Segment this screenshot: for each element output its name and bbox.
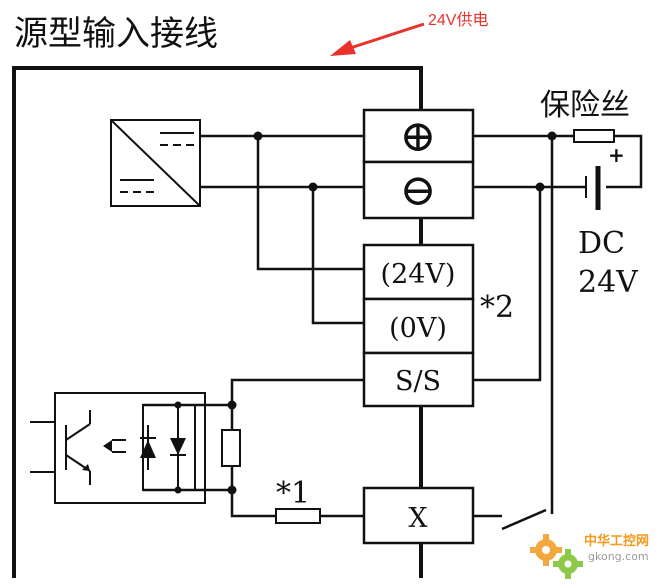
fuse-symbol <box>573 129 615 143</box>
photocoupler-box <box>54 392 206 504</box>
terminal-x <box>362 486 475 545</box>
dc-voltage-label: 24V <box>578 265 638 300</box>
wire-24v-to-terminal <box>256 136 364 271</box>
terminal-ss <box>362 351 475 408</box>
terminal-block <box>362 108 475 545</box>
watermark-url: gkong.com <box>588 550 649 563</box>
watermark: 中华工控网 gkong.com <box>528 526 662 582</box>
arrow-head-icon <box>330 40 356 56</box>
junction-dot <box>227 400 237 410</box>
battery-symbol <box>585 166 601 210</box>
switch-blade <box>501 508 547 531</box>
wire-fuse-to-battery <box>606 134 643 189</box>
wire-ss-link <box>473 187 542 382</box>
diode-symbols <box>82 438 186 471</box>
wire-x-return <box>230 498 276 518</box>
terminal-24v-label: (24V) <box>381 259 456 290</box>
terminal-minus <box>362 160 475 220</box>
terminal-ss-label: S/S <box>395 366 441 397</box>
resistor-star1 <box>275 508 321 524</box>
note-star1-label: *1 <box>276 476 311 511</box>
emitter-arrow-icon <box>82 464 90 471</box>
red-arrow <box>330 22 425 56</box>
input-resistor <box>221 429 241 467</box>
diode-icon <box>170 438 186 455</box>
junction-dot <box>547 131 557 141</box>
terminal-x-label: X <box>408 503 428 534</box>
diode-icon <box>140 440 156 458</box>
terminal-minus-label: ⊖ <box>400 165 437 216</box>
dc-label: DC <box>578 226 626 261</box>
diagram-title: 源型输入接线 <box>14 14 218 54</box>
terminal-plus-label: ⊕ <box>400 111 437 162</box>
battery-plus-label: + <box>608 143 625 167</box>
junction-dot <box>253 131 263 141</box>
terminal-0v-label: (0V) <box>389 313 447 344</box>
junction-dot <box>535 182 545 192</box>
supply-annotation: 24V供电 <box>428 12 489 29</box>
light-arrow-icon <box>103 440 112 452</box>
junction-dot <box>308 182 318 192</box>
wires <box>12 66 643 578</box>
watermark-brand: 中华工控网 <box>584 534 650 549</box>
fuse-label: 保险丝 <box>540 88 630 123</box>
wire-0v-to-terminal <box>311 187 364 325</box>
junction-dot <box>227 485 237 495</box>
terminal-plus <box>362 108 475 164</box>
note-star2-label: *2 <box>480 290 515 325</box>
power-supply-unit <box>110 119 201 207</box>
diode-box <box>142 404 196 491</box>
gear-icon <box>530 534 583 579</box>
